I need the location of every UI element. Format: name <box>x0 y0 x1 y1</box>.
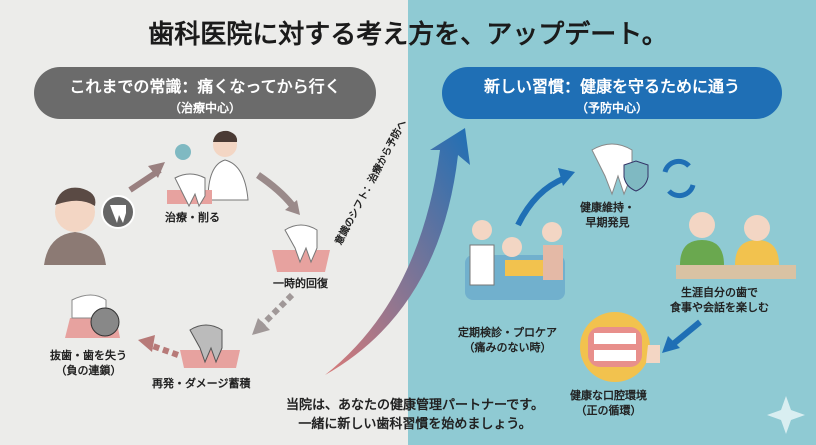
healthy-tooth-icon <box>272 224 330 272</box>
healthy-teeth-thumbs-up-icon <box>580 312 660 382</box>
flow-arrow-icon <box>670 319 702 348</box>
step-lifelong-teeth-sub: 食事や会話を楽しむ <box>670 301 769 314</box>
step-healthy-mouth-title: 健康な口腔環境 <box>570 389 647 402</box>
sparkle-icon <box>767 396 805 434</box>
dental-checkup-icon <box>465 220 565 300</box>
step-temporary-recovery-label: 一時的回復 <box>273 277 328 290</box>
flow-arrow-icon <box>515 175 567 227</box>
damaged-tooth-icon <box>180 324 240 368</box>
step-lifelong-teeth-label: 生涯自分の歯で 食事や会話を楽しむ <box>670 285 769 315</box>
dentist-treating-icon <box>167 130 249 208</box>
elderly-couple-eating-icon <box>676 212 796 279</box>
protected-tooth-icon <box>591 143 649 196</box>
step-healthy-mouth-label: 健康な口腔環境 （正の循環） <box>570 388 647 418</box>
refresh-cycle-icon <box>662 158 696 199</box>
step-tooth-loss-sub: （負の連鎖） <box>55 364 122 377</box>
step-lifelong-teeth-title: 生涯自分の歯で <box>681 286 758 299</box>
patient-in-pain-icon <box>44 187 135 265</box>
lost-tooth-sad-icon <box>65 294 120 338</box>
step-recurrence-label: 再発・ダメージ蓄積 <box>152 377 251 390</box>
new-approach-subtitle: （予防中心） <box>575 101 648 115</box>
clinic-message: 当院は、あなたの健康管理パートナーです。 一緒に新しい歯科習慣を始めましょう。 <box>270 396 560 434</box>
clinic-message-line1: 当院は、あなたの健康管理パートナーです。 <box>286 398 544 413</box>
cycle-arrow-icon <box>259 292 295 328</box>
cycle-arrow-icon <box>256 172 295 208</box>
step-treatment-label: 治療・削る <box>165 211 220 224</box>
clinic-message-line2: 一緒に新しい歯科習慣を始めましょう。 <box>298 417 532 432</box>
new-approach-title: 新しい習慣：健康を守るために通う <box>483 77 740 96</box>
step-maintenance-label: 健康維持・ 早期発見 <box>580 200 635 230</box>
step-tooth-loss-label: 抜歯・歯を失う （負の連鎖） <box>50 348 127 378</box>
step-maintenance-title: 健康維持・ <box>580 201 635 214</box>
old-approach-header: これまでの常識：痛くなってから行く （治療中心） <box>34 67 376 119</box>
cycle-arrow-icon <box>148 342 180 358</box>
step-maintenance-sub: 早期発見 <box>585 216 630 229</box>
new-approach-header: 新しい習慣：健康を守るために通う （予防中心） <box>442 67 782 119</box>
step-checkup-title: 定期検診・プロケア <box>458 326 557 339</box>
step-checkup-sub: （痛みのない時） <box>463 341 552 354</box>
shift-arrow <box>325 128 470 375</box>
page-title: 歯科医院に対する考え方を、アップデート。 <box>148 20 668 50</box>
step-tooth-loss-title: 抜歯・歯を失う <box>50 349 127 362</box>
step-checkup-label: 定期検診・プロケア （痛みのない時） <box>458 325 557 355</box>
old-approach-title: これまでの常識：痛くなってから行く <box>69 77 341 96</box>
step-healthy-mouth-sub: （正の循環） <box>575 404 642 417</box>
old-approach-subtitle: （治療中心） <box>168 101 241 115</box>
